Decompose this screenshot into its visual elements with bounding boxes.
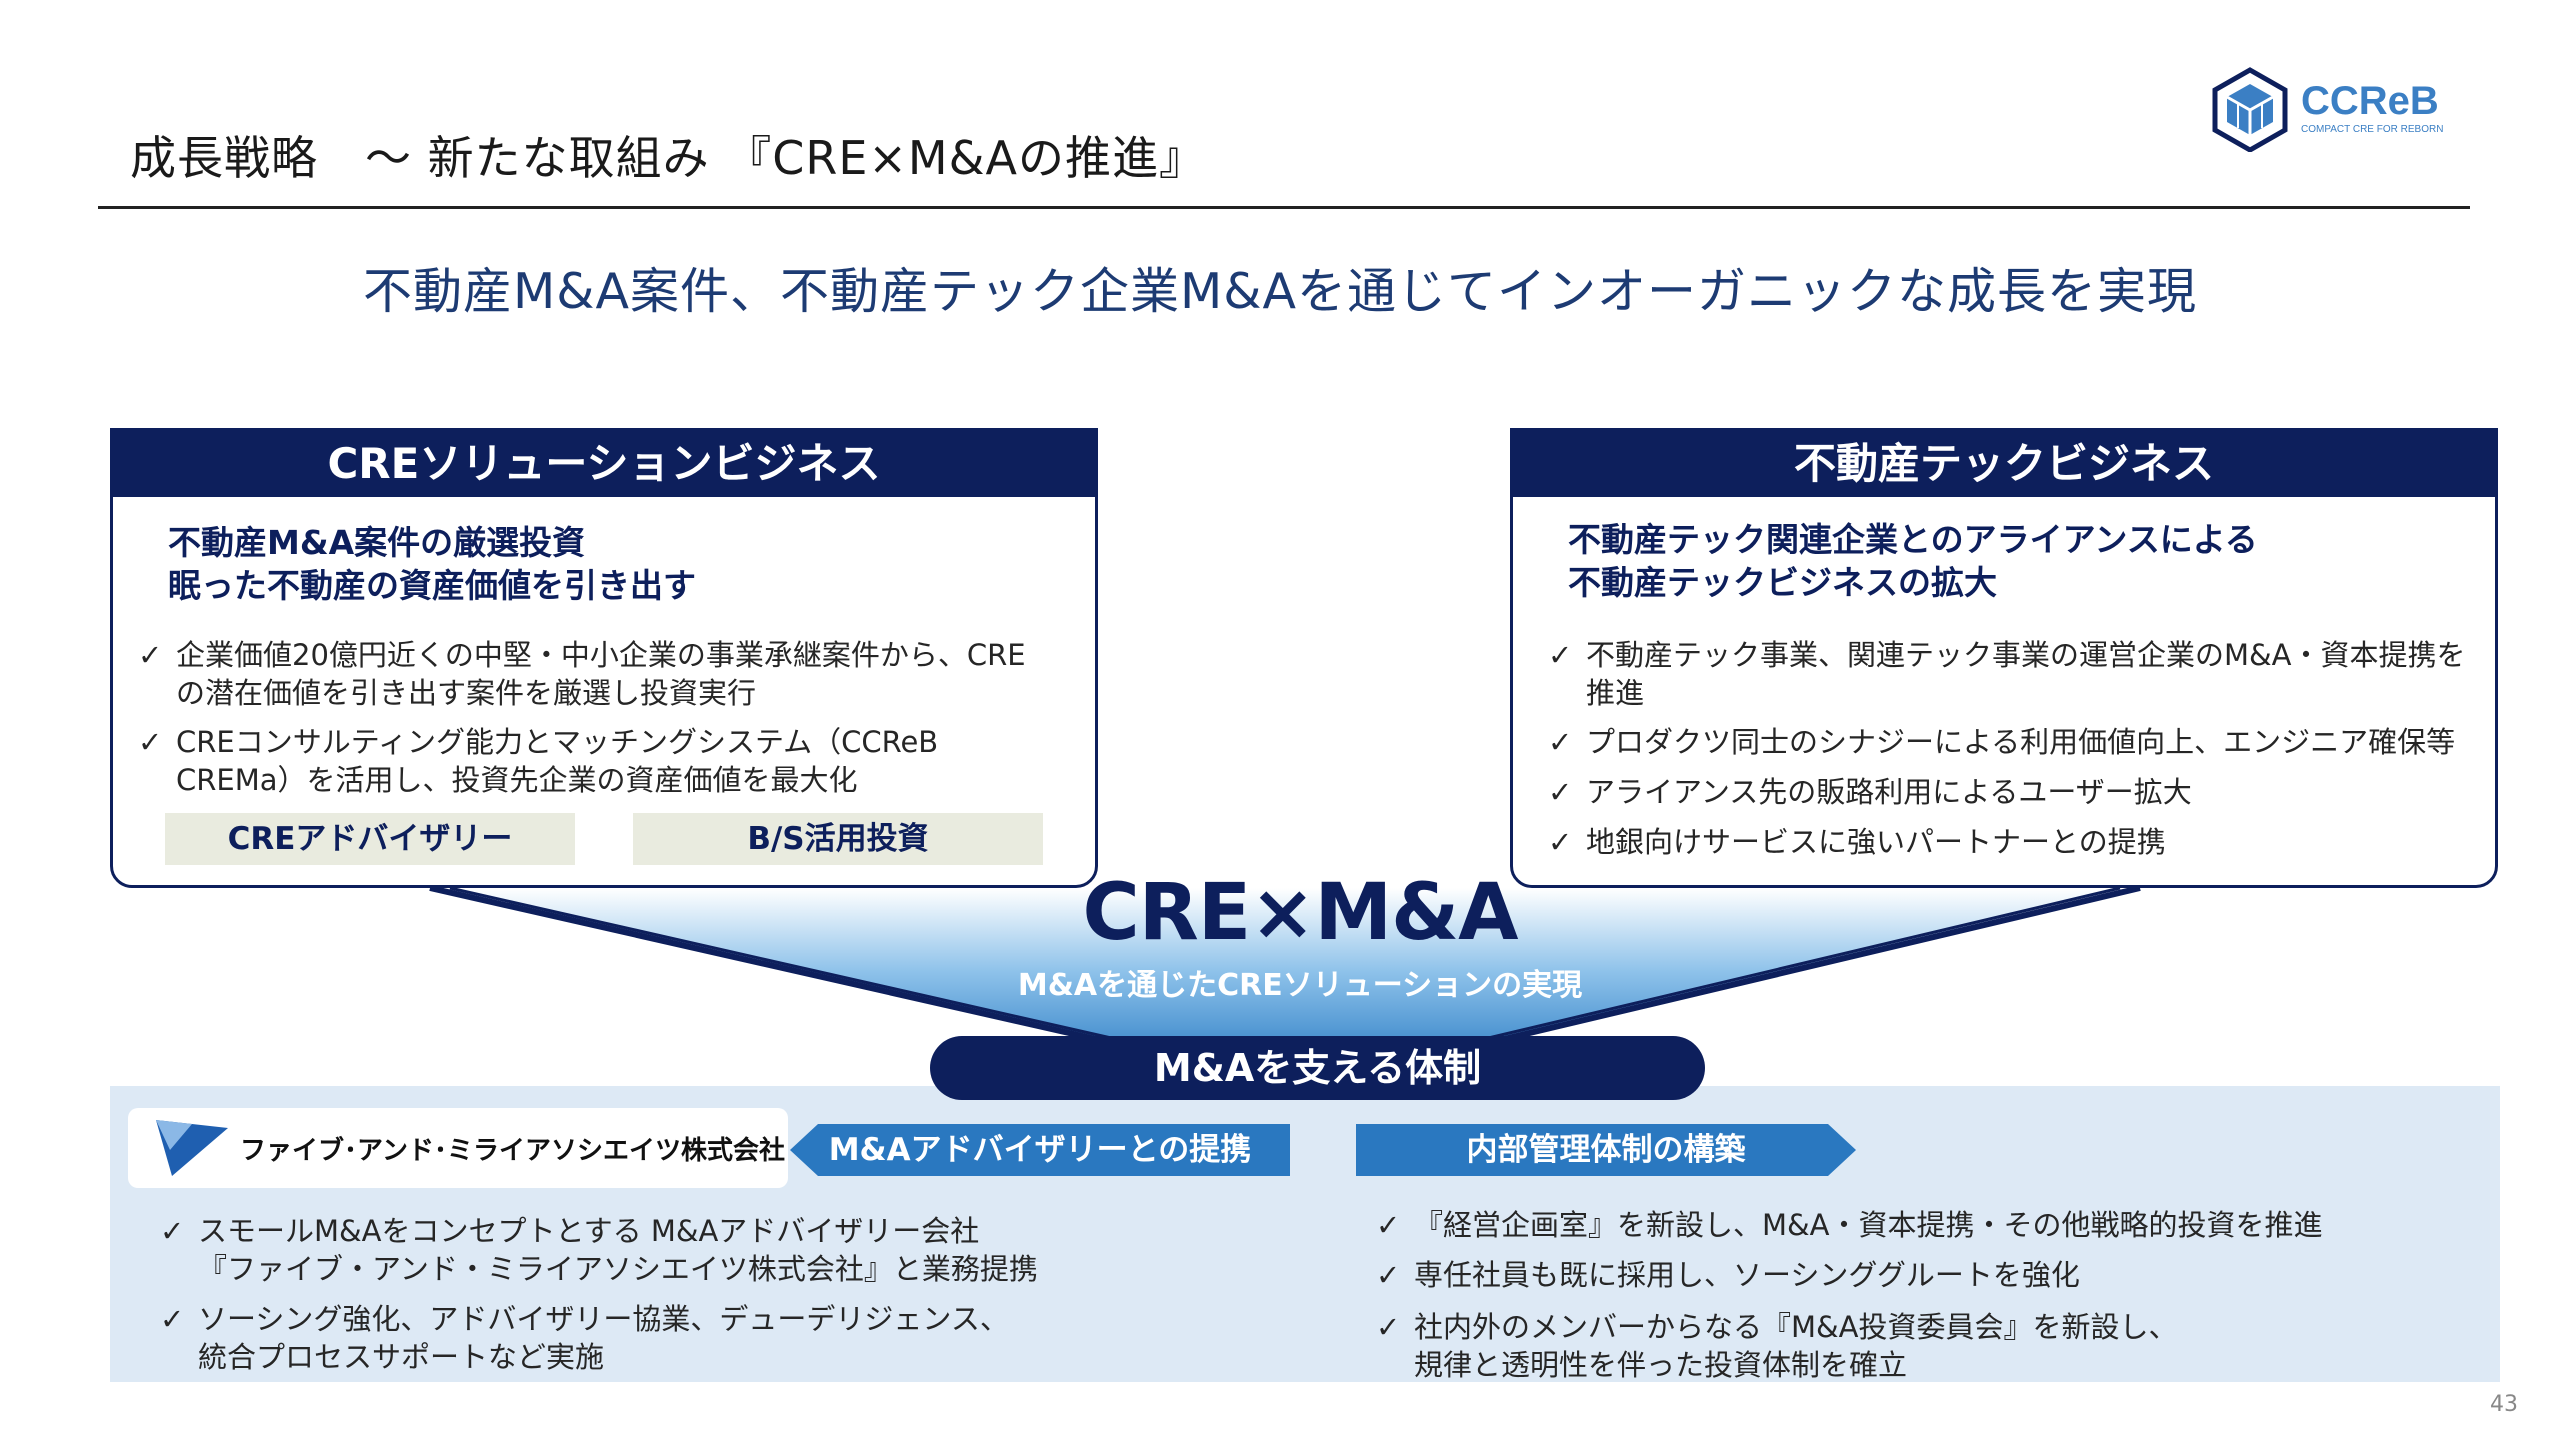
bullet-item: ✓ 社内外のメンバーからなる『M&A投資委員会』を新設し、 規律と透明性を伴った… xyxy=(1376,1310,2178,1382)
cre-ma-subtitle: M&Aを通じたCREソリューションの実現 xyxy=(1017,968,1583,1003)
logo-tagline: COMPACT CRE FOR REBORN xyxy=(2301,124,2443,135)
panel-lead-line: 不動産テックビジネスの拡大 xyxy=(1568,563,1997,602)
bullet-item: ✓ アライアンス先の販路利用によるユーザー拡大 xyxy=(1548,775,2192,809)
real-estate-tech-panel: 不動産テックビジネス 不動産テック関連企業とのアライアンスによる 不動産テックビ… xyxy=(1510,428,2498,888)
bullet-item: ✓ 企業価値20億円近くの中堅・中小企業の事業承継案件から、CRE の潜在価値を… xyxy=(138,638,1026,710)
check-icon: ✓ xyxy=(1376,1258,1401,1292)
funnel-edge-right xyxy=(1499,885,2141,1043)
title-divider xyxy=(98,206,2470,209)
panel-heading: CREソリューションビジネス xyxy=(113,431,1095,497)
tag-bs-investment: B/S活用投資 xyxy=(633,813,1043,865)
check-icon: ✓ xyxy=(1548,638,1573,672)
check-icon: ✓ xyxy=(1376,1208,1401,1242)
cube-logo-icon: CCReB COMPACT CRE FOR REBORN xyxy=(2212,67,2443,153)
check-icon: ✓ xyxy=(1548,775,1573,809)
partner-name: ファイブ･アンド･ミライアソシエイツ株式会社 xyxy=(240,1136,785,1166)
check-icon: ✓ xyxy=(138,725,163,759)
page-number: 43 xyxy=(2490,1392,2518,1417)
logo-text: CCReB xyxy=(2301,79,2439,123)
panel-lead-line: 不動産テック関連企業とのアライアンスによる xyxy=(1568,520,2258,559)
partner-logo-box xyxy=(128,1108,788,1188)
bullet-item: ✓ プロダクツ同士のシナジーによる利用価値向上、エンジニア確保等 xyxy=(1548,725,2456,759)
cre-solution-panel: CREソリューションビジネス 不動産M&A案件の厳選投資 眠った不動産の資産価値… xyxy=(110,428,1098,888)
check-icon: ✓ xyxy=(1376,1310,1401,1344)
funnel-edge-left xyxy=(429,885,1101,1043)
partner-logo-icon xyxy=(156,1120,228,1176)
advisory-alliance-tag: M&Aアドバイザリーとの提携 xyxy=(790,1124,1290,1176)
check-icon: ✓ xyxy=(1548,725,1573,759)
bullet-item: ✓ 『経営企画室』を新設し、M&A・資本提携・その他戦略的投資を推進 xyxy=(1376,1208,2323,1242)
bullet-item: ✓ 専任社員も既に採用し、ソーシンググルートを強化 xyxy=(1376,1258,2080,1292)
slide-subtitle: 不動産M&A案件、不動産テック企業M&Aを通じてインオーガニックな成長を実現 xyxy=(362,263,2197,320)
tag-cre-advisory: CREアドバイザリー xyxy=(165,813,575,865)
bullet-item: ✓ CREコンサルティング能力とマッチングシステム（CCReB CREMa）を活… xyxy=(138,725,939,797)
cre-ma-title: CRE×M&A xyxy=(1082,868,1519,958)
check-icon: ✓ xyxy=(138,638,163,672)
page-title: 成長戦略 ～ 新たな取組み 『CRE×M&Aの推進』 xyxy=(130,131,1206,185)
internal-control-tag: 内部管理体制の構築 xyxy=(1356,1124,1856,1176)
bullet-item: ✓ スモールM&Aをコンセプトとする M&Aアドバイザリー会社 『ファイブ・アン… xyxy=(160,1214,1038,1286)
panel-lead-line: 不動産M&A案件の厳選投資 xyxy=(168,523,586,562)
panel-lead-line: 眠った不動産の資産価値を引き出す xyxy=(168,566,696,605)
funnel-shape xyxy=(430,888,2140,1040)
check-icon: ✓ xyxy=(160,1214,185,1248)
company-logo: CCReB COMPACT CRE FOR REBORN xyxy=(2205,62,2475,153)
support-structure-pill: M&Aを支える体制 xyxy=(930,1036,1705,1100)
bullet-item: ✓ 地銀向けサービスに強いパートナーとの提携 xyxy=(1548,825,2166,859)
panel-heading: 不動産テックビジネス xyxy=(1513,431,2495,497)
check-icon: ✓ xyxy=(160,1302,185,1336)
check-icon: ✓ xyxy=(1548,825,1573,859)
bullet-item: ✓ ソーシング強化、アドバイザリー協業、デューデリジェンス、 統合プロセスサポー… xyxy=(160,1302,1009,1374)
bullet-item: ✓ 不動産テック事業、関連テック事業の運営企業のM&A・資本提携を 推進 xyxy=(1548,638,2466,710)
